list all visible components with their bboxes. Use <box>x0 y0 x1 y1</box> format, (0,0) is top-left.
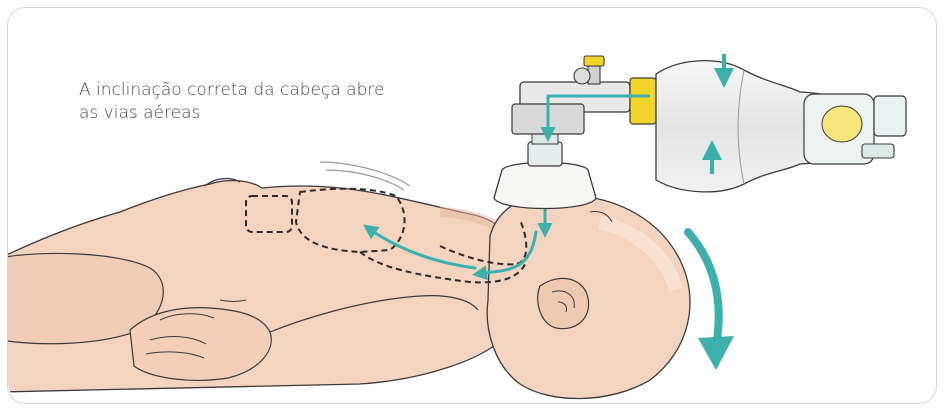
infant-manikin-head <box>487 194 690 399</box>
chest-motion-lines <box>320 162 410 190</box>
infant-manikin-body <box>0 179 527 392</box>
head-tilt-arrow <box>688 232 734 370</box>
face-mask <box>494 134 596 209</box>
